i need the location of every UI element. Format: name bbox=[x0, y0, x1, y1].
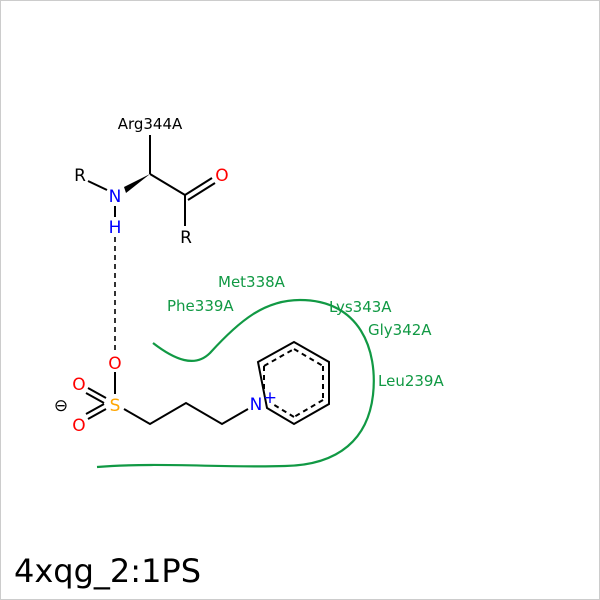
atom-r1: R bbox=[74, 166, 86, 186]
atom-s: S bbox=[110, 396, 121, 416]
residue-label-phe339a: Phe339A bbox=[167, 297, 234, 315]
bond-s-o-left2-a bbox=[87, 408, 107, 420]
atom-o-hbond: O bbox=[108, 354, 121, 374]
residue-label-met338a: Met338A bbox=[218, 273, 286, 291]
atom-n-pyridinium: N bbox=[250, 395, 263, 415]
hydrophobic-arc bbox=[96, 298, 375, 469]
bond-s-o-left1-b bbox=[85, 392, 105, 404]
atom-o-carbonyl: O bbox=[215, 166, 228, 186]
minus-charge: ⊖ bbox=[54, 396, 68, 416]
atom-r2: R bbox=[180, 228, 192, 248]
residue-label-top: Arg344A bbox=[118, 115, 183, 133]
wedge-bond-ca-n bbox=[124, 174, 150, 193]
plus-charge: + bbox=[263, 388, 277, 408]
bond-r-n bbox=[87, 180, 108, 191]
atom-n-amide: N bbox=[109, 187, 122, 207]
residue-label-gly342a: Gly342A bbox=[368, 321, 432, 339]
aromatic-inner-bonds bbox=[263, 348, 324, 418]
atom-h-amide: H bbox=[109, 218, 122, 238]
residue-label-leu239a: Leu239A bbox=[378, 372, 444, 390]
residue-label-lys343a: Lys343A bbox=[329, 298, 392, 316]
bond-ca-c bbox=[149, 173, 186, 196]
atom-o-sulf-2: O bbox=[72, 416, 85, 436]
atom-o-sulf-1: O bbox=[72, 375, 85, 395]
bond-c-o-a bbox=[184, 177, 213, 196]
propyl-chain bbox=[123, 401, 249, 426]
bond-c-o-b bbox=[187, 182, 216, 201]
diagram-title: 4xqg_2:1PS bbox=[14, 552, 202, 590]
pyridinium-ring bbox=[256, 340, 330, 426]
bond-s-o-left1-a bbox=[87, 387, 107, 399]
bond-s-o-left2-b bbox=[85, 403, 105, 415]
